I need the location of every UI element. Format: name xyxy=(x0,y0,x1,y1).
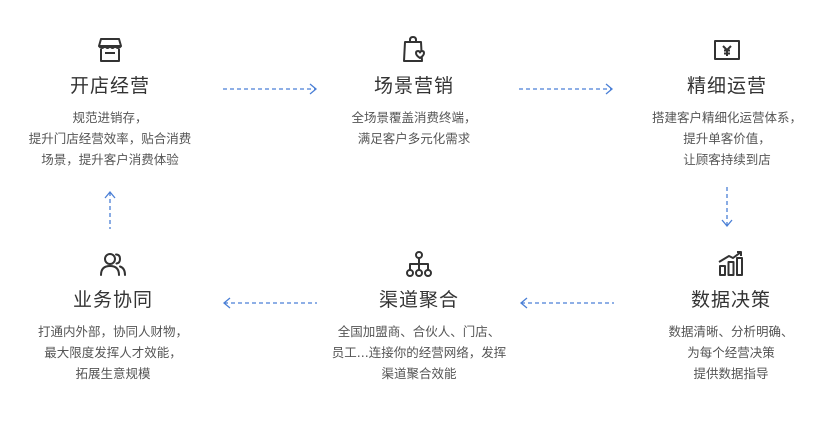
node-description: 全场景覆盖消费终端， 满足客户多元化需求 xyxy=(351,110,477,146)
node-description: 规范进销存， 提升门店经营效率，贴合消费 场景，提升客户消费体验 xyxy=(28,110,192,167)
arrow-down xyxy=(720,186,734,230)
node-description: 数据清晰、分析明确、 为每个经营决策 提供数据指导 xyxy=(668,324,794,381)
shopping-bag-heart-icon xyxy=(398,34,430,66)
node-store-operation: 开店经营 规范进销存， 提升门店经营效率，贴合消费 场景，提升客户消费体验 xyxy=(0,34,230,170)
network-icon xyxy=(403,248,435,280)
node-title: 场景营销 xyxy=(373,75,454,97)
node-business-collaboration: 业务协同 打通内外部，协同人财物， 最大限度发挥人才效能， 拓展生意规模 xyxy=(0,248,233,384)
users-icon xyxy=(97,248,129,280)
node-title: 数据决策 xyxy=(690,289,771,311)
bar-chart-trend-icon xyxy=(715,248,747,280)
arrow-left-2 xyxy=(220,296,318,310)
node-title: 渠道聚合 xyxy=(378,289,459,311)
node-title: 精细运营 xyxy=(686,75,767,97)
node-channel-aggregation: 渠道聚合 全国加盟商、合伙人、门店、 员工...连接你的经营网络，发挥 渠道聚合… xyxy=(299,248,539,384)
node-scene-marketing: 场景营销 全场景覆盖消费终端， 满足客户多元化需求 xyxy=(294,34,534,149)
node-description: 搭建客户精细化运营体系， 提升单客价值， 让顾客持续到店 xyxy=(651,110,802,167)
node-description: 打通内外部，协同人财物， 最大限度发挥人才效能， 拓展生意规模 xyxy=(37,324,188,381)
node-data-decision: 数据决策 数据清晰、分析明确、 为每个经营决策 提供数据指导 xyxy=(611,248,835,384)
arrow-up xyxy=(103,188,117,230)
node-description: 全国加盟商、合伙人、门店、 员工...连接你的经营网络，发挥 渠道聚合效能 xyxy=(331,324,507,381)
node-refined-operation: 精细运营 搭建客户精细化运营体系， 提升单客价值， 让顾客持续到店 xyxy=(607,34,835,170)
arrow-right-2 xyxy=(518,82,616,96)
arrow-right-1 xyxy=(222,82,320,96)
storefront-icon xyxy=(94,34,126,66)
yuan-card-icon xyxy=(711,34,743,66)
node-title: 开店经营 xyxy=(69,75,150,97)
node-title: 业务协同 xyxy=(72,289,153,311)
arrow-left-1 xyxy=(517,296,615,310)
